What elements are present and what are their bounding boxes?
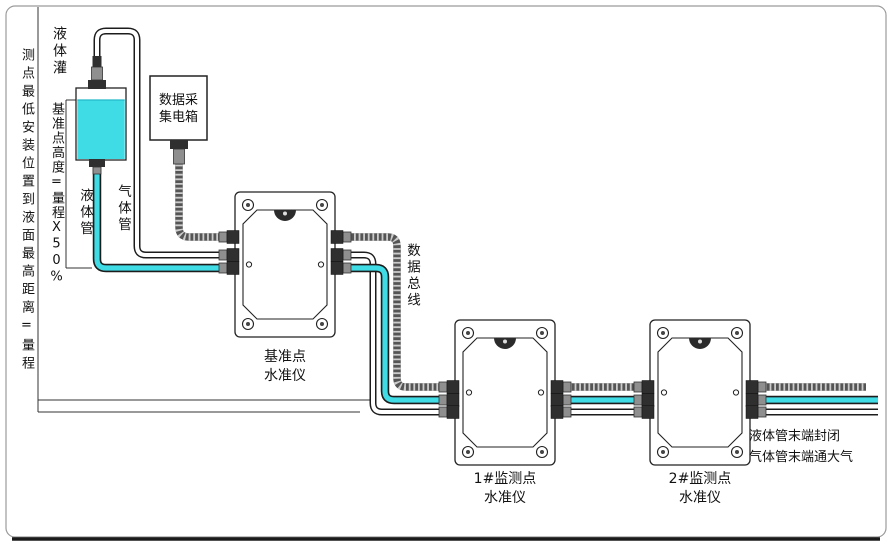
reference-station-label-line1: 基准点: [264, 349, 306, 365]
monitoring-point-1-label-line2: 水准仪: [484, 490, 526, 506]
monitoring-point-1-label-line1: 1#监测点: [473, 471, 537, 487]
data-box-label-line1: 数据采: [158, 93, 198, 108]
pipe-end-note: 液体管末端封闭 气体管末端通大气: [749, 426, 853, 468]
monitoring-point-2-meter: [649, 319, 751, 466]
data-bus-label: 数据总线: [404, 243, 420, 309]
tank-liquid-fill: [77, 100, 125, 159]
dimension-lines: [37, 7, 372, 413]
left-dimension-note: 测点最低安装位置到液面最高距离=量程: [19, 48, 34, 374]
data-box-label-line2: 集电箱: [158, 110, 198, 125]
monitoring-point-2-label-line2: 水准仪: [679, 490, 721, 506]
tank-label: 液体灌: [51, 26, 67, 77]
liquid-tank: [75, 56, 127, 175]
data-acquisition-box: [149, 75, 208, 165]
pipe-end-note-line1: 液体管末端封闭: [749, 429, 841, 444]
data-box-label: 数据采 集电箱: [150, 92, 207, 126]
monitoring-point-1-meter: [454, 319, 556, 466]
gas-pipe-label: 气体管: [115, 184, 131, 234]
reference-level-meter: [234, 191, 336, 338]
reference-height-note: 基准点高度=量程X50%: [49, 102, 64, 286]
liquid-pipe-label: 液体管: [77, 188, 93, 238]
box-cable-gland: [170, 140, 188, 149]
monitoring-point-2-label: 2#监测点 水准仪: [650, 470, 750, 508]
tank-bottom-fitting: [89, 159, 105, 167]
tank-top-fitting: [92, 56, 102, 67]
reference-station-label: 基准点 水准仪: [235, 348, 335, 386]
pipe-end-note-line2: 气体管末端通大气: [749, 450, 854, 465]
monitoring-point-1-label: 1#监测点 水准仪: [455, 470, 555, 508]
monitoring-point-2-label-line1: 2#监测点: [668, 471, 732, 487]
reference-station-label-line2: 水准仪: [264, 368, 306, 384]
